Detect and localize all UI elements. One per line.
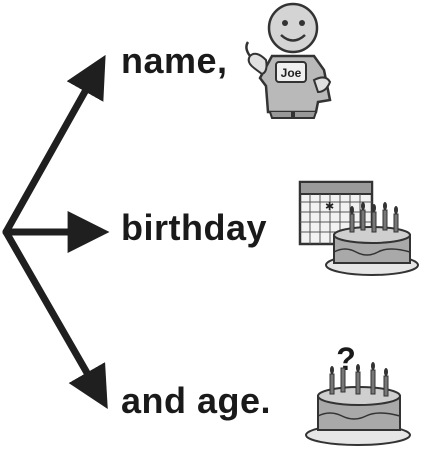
question-mark: ?	[336, 341, 356, 377]
